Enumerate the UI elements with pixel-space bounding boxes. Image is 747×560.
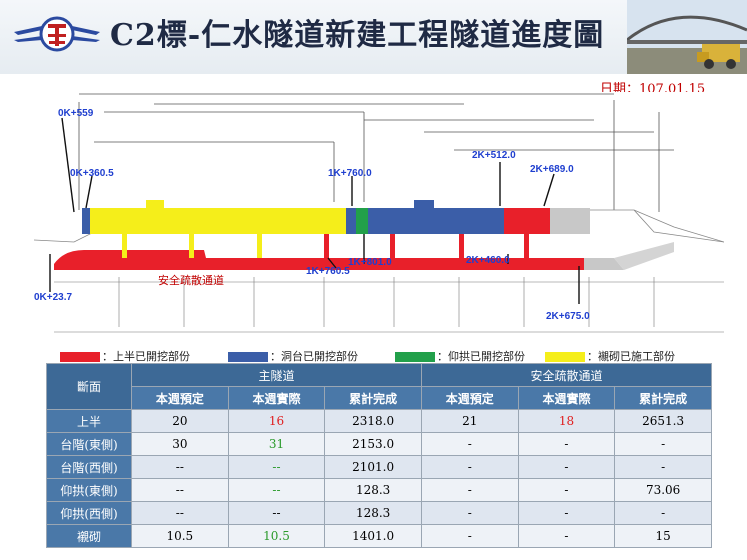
- table-cell: --: [131, 455, 229, 479]
- column-header: 累計完成: [324, 386, 422, 410]
- progress-table: 斷面 主隧道 安全疏散通道 本週預定 本週實際 累計完成 本週預定 本週實際 累…: [46, 363, 713, 548]
- row-header: 台階(西側): [46, 455, 132, 479]
- station-label: 0K+360.5: [70, 168, 114, 179]
- table-cell: -: [420, 501, 519, 525]
- station-label: 2K+689.0: [530, 164, 574, 175]
- page-title: C2標-仁水隧道新建工程隧道進度圖: [110, 18, 605, 53]
- table-cell: 10.5: [227, 524, 326, 548]
- table-cell: --: [227, 455, 326, 479]
- escape-tunnel-label: 安全疏散通道: [158, 274, 224, 287]
- table-row: 上半 20 16 2318.0 21 18 2651.3: [46, 409, 712, 433]
- table-cell: -: [420, 455, 519, 479]
- legend-label: ：襯砌已施工部份: [587, 350, 675, 363]
- legend-item-lining: ：襯砌已施工部份: [545, 348, 675, 364]
- table-cell: -: [614, 455, 712, 479]
- table-row: 台階(西側) -- -- 2101.0 - - -: [46, 455, 712, 479]
- station-label: 2K+675.0: [546, 311, 590, 322]
- station-label: 0K+23.7: [34, 292, 73, 303]
- table-cell: -: [420, 524, 519, 548]
- escape-tunnel-header: 安全疏散通道: [420, 363, 713, 387]
- table-cell: 16: [227, 409, 326, 433]
- table-row: 仰拱(東側) -- -- 128.3 - - 73.06: [46, 478, 712, 502]
- table-cell: -: [614, 501, 712, 525]
- table-cell: 2153.0: [324, 432, 422, 456]
- legend-label: ：洞台已開挖部份: [270, 350, 358, 363]
- station-label: 0K+559: [58, 108, 94, 119]
- column-header: 本週實際: [517, 386, 616, 410]
- table-cell: 20: [131, 409, 229, 433]
- row-header: 台階(東側): [46, 432, 132, 456]
- table-cell: 1401.0: [324, 524, 422, 548]
- legend-item-portal: ：洞台已開挖部份: [228, 348, 358, 364]
- table-row: 台階(東側) 30 31 2153.0 - - -: [46, 432, 712, 456]
- table-cell: -: [614, 432, 712, 456]
- table-cell: 30: [131, 432, 229, 456]
- table-row: 襯砌 10.5 10.5 1401.0 - - 15: [46, 524, 712, 548]
- station-label: 1K+760.5: [306, 266, 350, 277]
- railway-logo-icon: [14, 16, 100, 52]
- table-cell: 73.06: [614, 478, 712, 502]
- bridge-photo-icon: [627, 0, 747, 74]
- table-cell: -: [517, 432, 616, 456]
- station-label: 1K+760.0: [328, 168, 372, 179]
- station-label: 2K+512.0: [472, 150, 516, 161]
- station-label: 1K+801.0: [348, 257, 392, 268]
- table-cell: 15: [614, 524, 712, 548]
- table-cell: -: [420, 432, 519, 456]
- row-header: 仰拱(東側): [46, 478, 132, 502]
- table-cell: --: [227, 478, 326, 502]
- table-cell: 31: [227, 432, 326, 456]
- table-cell: 10.5: [131, 524, 229, 548]
- table-cell: 21: [420, 409, 519, 433]
- table-cell: 128.3: [324, 501, 422, 525]
- row-header: 上半: [46, 409, 132, 433]
- header-bar: C2標-仁水隧道新建工程隧道進度圖: [0, 0, 747, 74]
- table-cell: --: [131, 478, 229, 502]
- legend-swatch: [60, 352, 100, 362]
- table-cell: -: [517, 478, 616, 502]
- main-tunnel-header: 主隧道: [131, 363, 422, 387]
- column-header: 本週預定: [420, 386, 519, 410]
- table-cell: 128.3: [324, 478, 422, 502]
- table-cell: 2318.0: [324, 409, 422, 433]
- table-cell: -: [517, 501, 616, 525]
- table-row: 仰拱(西側) -- -- 128.3 - - -: [46, 501, 712, 525]
- legend-label: ：上半已開挖部份: [102, 350, 190, 363]
- legend-label: ：仰拱已開挖部份: [437, 350, 525, 363]
- tunnel-progress-diagram: [34, 92, 724, 342]
- section-header: 斷面: [46, 363, 132, 410]
- table-cell: -: [517, 524, 616, 548]
- legend-swatch: [228, 352, 268, 362]
- row-header: 仰拱(西側): [46, 501, 132, 525]
- table-cell: -: [420, 478, 519, 502]
- legend-item-invert: ：仰拱已開挖部份: [395, 348, 525, 364]
- legend-swatch: [395, 352, 435, 362]
- table-cell: --: [227, 501, 326, 525]
- table-cell: 2651.3: [614, 409, 712, 433]
- table-cell: --: [131, 501, 229, 525]
- column-header: 本週預定: [131, 386, 229, 410]
- row-header: 襯砌: [46, 524, 132, 548]
- table-cell: 18: [517, 409, 616, 433]
- table-cell: -: [517, 455, 616, 479]
- column-header: 本週實際: [227, 386, 326, 410]
- column-header: 累計完成: [614, 386, 712, 410]
- legend-swatch: [545, 352, 585, 362]
- legend-item-top-heading: ：上半已開挖部份: [60, 348, 190, 364]
- station-label: 2K+460.0: [466, 255, 510, 266]
- table-cell: 2101.0: [324, 455, 422, 479]
